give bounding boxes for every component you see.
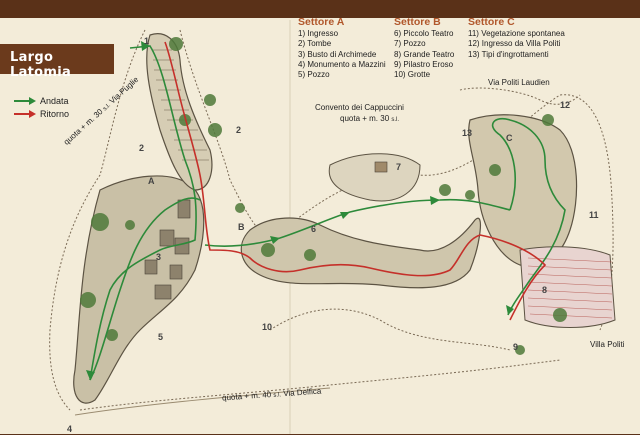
sector-c-item: 12) Ingresso da Villa Politi [468,39,561,49]
sector-a-item: 2) Tombe [298,39,332,49]
marker-a: A [148,176,155,186]
green-arrow-icon [14,96,36,105]
marker-2-west: 2 [139,143,145,153]
sector-b-item: 6) Piccolo Teatro [394,29,454,38]
marker-13: 13 [462,128,473,138]
sector-c-item: 11) Vegetazione spontanea [468,29,565,38]
boundary-inner [269,308,511,351]
route-andata-c [491,117,566,316]
marker-1: 1 [144,36,150,46]
sector-b-list: Settore B 6) Piccolo Teatro 7) Pozzo 8) … [394,16,454,80]
sector-c-heading: Settore C [468,16,515,28]
marker-5: 5 [158,332,164,342]
boundary-north [179,29,614,331]
legend: Andata Ritorno [14,94,69,120]
teatro-seats [527,257,613,319]
sector-b-item: 8) Grande Teatro [394,49,455,59]
sector-b-heading: Settore B [394,16,441,28]
marker-6: 6 [311,224,317,234]
sector-b-item: 10) Grotte [394,70,431,80]
route-ritorno [164,41,547,321]
boundary-south [79,359,561,411]
legend-andata-label: Andata [40,95,69,106]
sector-c-list: Settore C 11) Vegetazione spontanea 12) … [468,16,565,60]
marker-12: 12 [560,100,571,110]
grande-teatro [519,246,616,328]
sector-a-item: 5) Pozzo [298,70,330,80]
marker-7: 7 [396,162,402,172]
sector-a-item: 1) Ingresso [298,29,339,38]
route-arrows [86,41,514,380]
quota-delfica-unit: s.l. [273,392,282,399]
boundary-west [49,29,146,411]
convento-area [328,153,421,202]
sector-b-item: 7) Pozzo [394,39,426,49]
tomb-blocks [144,199,191,300]
convento-quota-label: quota + m. 30 s.l. [340,114,399,123]
sector-b-area [240,217,481,289]
marker-c: C [506,133,513,143]
sector-a-heading: Settore A [298,16,345,28]
legend-andata: Andata [14,94,69,107]
legend-ritorno: Ritorno [14,107,69,120]
route-andata-east [204,198,511,247]
route-andata-west [89,45,197,381]
top-band [0,0,640,18]
convento-quota-unit: s.l. [391,117,400,123]
pozzo-marker [374,161,388,173]
marker-8: 8 [542,285,548,295]
marker-b: B [238,222,245,232]
convento-label: Convento dei Cappuccini [315,103,404,112]
marker-9: 9 [513,342,519,352]
map-title: Largo Latomia [10,50,72,80]
legend-ritorno-label: Ritorno [40,108,70,119]
entrance-ramp [146,33,213,191]
marker-4: 4 [67,424,73,434]
via-politi-laudien-label: Via Politi Laudien [488,78,550,87]
sector-a-list: Settore A 1) Ingresso 2) Tombe 3) Busto … [298,16,386,80]
convento-quota-value: quota + m. 30 [340,114,390,123]
boundary-villa [459,87,581,105]
red-arrow-icon [14,109,36,118]
sector-c-area [468,114,578,267]
via-delfica-road [74,387,331,416]
title-bar: Largo Latomia [0,44,114,80]
sector-a-item: 3) Busto di Archimede [298,49,377,59]
villa-politi-label: Villa Politi [590,340,625,349]
marker-10: 10 [262,322,273,332]
sector-b-item: 9) Pilastro Eroso [394,59,454,69]
sector-a-item: 4) Monumento a Mazzini [298,59,386,69]
vegetation [80,37,567,355]
marker-11: 11 [589,210,599,220]
sector-c-item: 13) Tipi d'ingrottamenti [468,49,549,59]
marker-2-east: 2 [236,125,242,135]
route-andata-loop [89,197,201,381]
marker-3: 3 [156,252,162,262]
